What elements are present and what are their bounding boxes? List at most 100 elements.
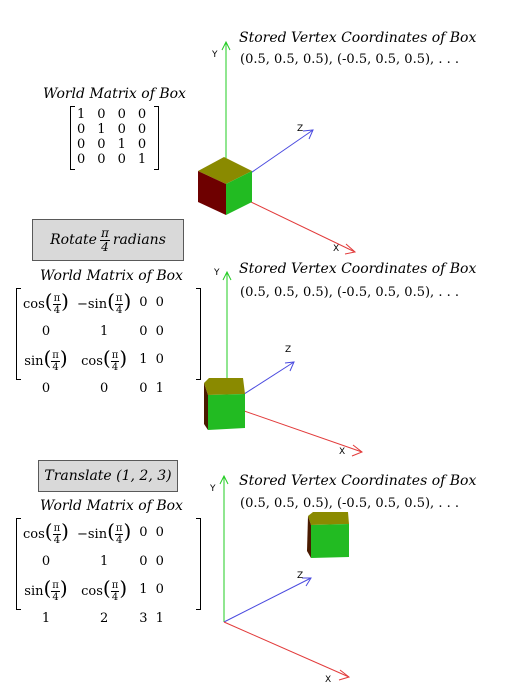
close-paren: ) [61, 519, 69, 543]
pi-numerator: π [51, 580, 60, 592]
matrix-left-bracket [70, 106, 75, 170]
panel1-cube [198, 157, 252, 215]
panel2-y-axis-label: Y [214, 268, 220, 278]
panel2-cube-top [204, 378, 245, 395]
panel2-cube-front [208, 394, 245, 430]
matrix-cell: 1 [155, 610, 164, 626]
pi-numerator: π [52, 523, 62, 535]
cos-text: cos [23, 297, 45, 312]
matrix-cell: 0 [139, 295, 148, 310]
close-paren: ) [59, 576, 68, 600]
panel1-stored-coords: (0.5, 0.5, 0.5), (-0.5, 0.5, 0.5), . . . [240, 52, 459, 67]
matrix-cell: 0 [100, 380, 109, 396]
matrix-cell: 0 [41, 323, 51, 339]
matrix-cell: 1 [139, 582, 148, 597]
panel1-z-arrowhead [302, 129, 314, 140]
matrix-cell: 0 [77, 152, 86, 167]
four-denominator: 4 [53, 305, 61, 316]
matrix-cell: 0 [155, 525, 164, 540]
matrix-cell: 3 [139, 610, 148, 626]
panel3-z-axis [223, 577, 312, 623]
pi-numerator: π [110, 350, 120, 362]
open-paren: ( [102, 576, 111, 600]
close-paren: ) [123, 519, 132, 543]
panel1-y-arrowhead [221, 40, 231, 51]
panel3-z-axis-label: Z [297, 571, 304, 581]
panel3-y-axis-label: Y [210, 484, 216, 494]
matrix-cell: 1 [100, 553, 109, 569]
panel3-stored-coords: (0.5, 0.5, 0.5), (-0.5, 0.5, 0.5), . . . [240, 496, 459, 511]
panel1-x-axis-label: X [333, 244, 340, 254]
neg-sin-text: −sin [76, 527, 108, 542]
close-paren: ) [61, 289, 69, 313]
cos-text: cos [81, 584, 103, 599]
matrix-right-bracket [196, 518, 201, 610]
matrix-cell: 0 [77, 122, 86, 137]
four-denominator: 4 [52, 362, 59, 373]
matrix-cell: 2 [100, 610, 109, 626]
panel1-stored-title: Stored Vertex Coordinates of Box [239, 30, 477, 46]
matrix-left-bracket [16, 288, 21, 380]
panel3-axes [219, 474, 351, 681]
panel1-cube-top [198, 157, 252, 184]
pi-numerator: π [114, 523, 124, 535]
four-denominator: 4 [111, 592, 119, 603]
panel1-z-axis-label: Z [297, 124, 304, 134]
rotate-fraction: π 4 [99, 226, 110, 254]
matrix-cell: 0 [155, 323, 164, 339]
pi-numerator: π [51, 350, 60, 362]
open-paren: ( [43, 576, 52, 600]
panel2-cube-left [204, 383, 208, 430]
rotate-fraction-denominator: 4 [101, 239, 109, 254]
pi-numerator: π [114, 293, 124, 305]
panel3-cube [307, 512, 349, 558]
close-paren: ) [59, 346, 68, 370]
panel2-x-axis-label: X [339, 447, 346, 457]
open-paren: ( [43, 346, 52, 370]
panel3-cube-front [311, 524, 349, 558]
four-denominator: 4 [53, 535, 61, 546]
matrix-right-bracket [154, 106, 159, 170]
matrix-cell: 0 [139, 553, 148, 569]
matrix-cell: 0 [137, 122, 147, 137]
matrix-cell: 0 [139, 323, 148, 339]
panel3-x-axis [223, 621, 350, 678]
four-denominator: 4 [111, 362, 119, 373]
rotate-operation-button[interactable]: Rotate π 4 radians [32, 219, 184, 261]
close-paren: ) [123, 289, 132, 313]
matrix-cell: 0 [41, 553, 51, 569]
matrix-cell: 1 [41, 610, 51, 626]
open-paren: ( [107, 519, 115, 543]
matrix-cell: 0 [77, 137, 86, 152]
panel2-stored-coords: (0.5, 0.5, 0.5), (-0.5, 0.5, 0.5), . . . [240, 285, 459, 300]
panel2-y-arrowhead [222, 270, 232, 281]
matrix-cell: 0 [155, 295, 164, 310]
matrix-cell: 0 [41, 380, 51, 396]
pi-numerator: π [110, 580, 120, 592]
matrix-cell: 0 [137, 107, 147, 122]
open-paren: ( [44, 519, 53, 543]
four-denominator: 4 [116, 305, 123, 316]
translate-operation-button[interactable]: Translate (1, 2, 3) [38, 460, 178, 492]
panel3-y-arrowhead [219, 474, 229, 485]
panel2-x-arrowhead [351, 444, 363, 457]
panel1-axes [221, 40, 357, 255]
matrix-cell: 1 [137, 152, 147, 167]
matrix-cell: 0 [139, 380, 148, 396]
open-paren: ( [44, 289, 53, 313]
